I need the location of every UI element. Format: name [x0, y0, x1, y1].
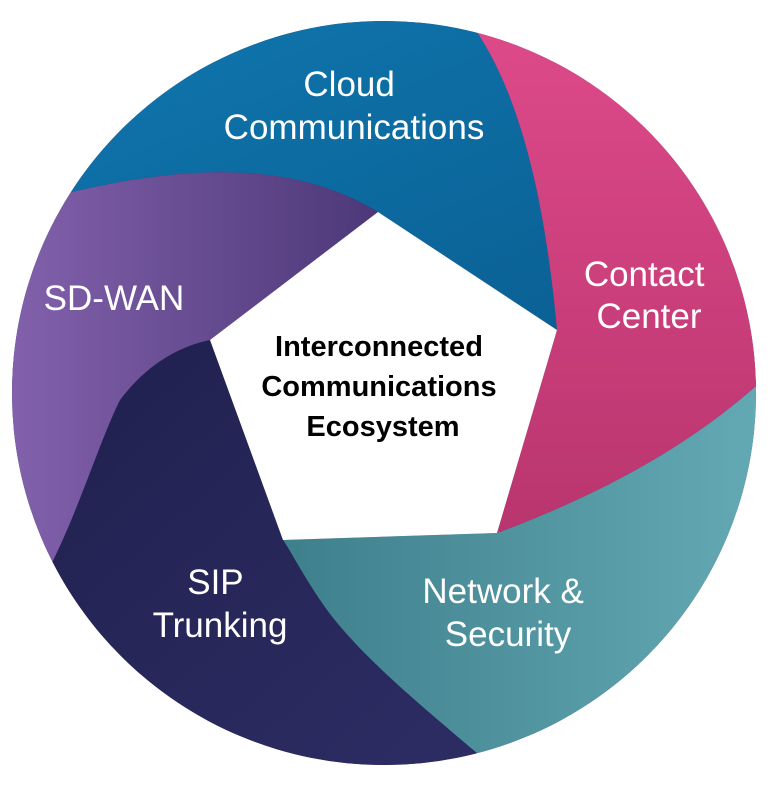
- center-title-line: Interconnected: [275, 331, 483, 363]
- label-line: Center: [596, 297, 701, 336]
- label-line: SD-WAN: [44, 279, 185, 318]
- center-pentagon: [210, 212, 557, 540]
- center-title-line: Communications: [261, 371, 496, 403]
- segment-cloud-communications: [12, 21, 756, 330]
- label-sip-trunking: SIP Trunking: [153, 563, 288, 645]
- label-line: SIP: [187, 563, 243, 602]
- label-line: Communications: [224, 108, 485, 147]
- label-contact-center: Contact Center: [584, 255, 714, 336]
- label-line: Security: [445, 615, 572, 654]
- label-line: Network &: [422, 572, 583, 611]
- segment-sd-wan: [12, 172, 378, 640]
- label-line: Trunking: [153, 606, 288, 645]
- label-sd-wan: SD-WAN: [44, 279, 185, 318]
- center-title: Interconnected Communications Ecosystem: [261, 331, 504, 443]
- label-line: Contact: [584, 255, 705, 294]
- label-network-security: Network & Security: [422, 572, 593, 654]
- label-line: Cloud: [303, 65, 394, 104]
- center-title-line: Ecosystem: [306, 411, 459, 443]
- label-cloud-communications: Cloud Communications: [224, 65, 485, 147]
